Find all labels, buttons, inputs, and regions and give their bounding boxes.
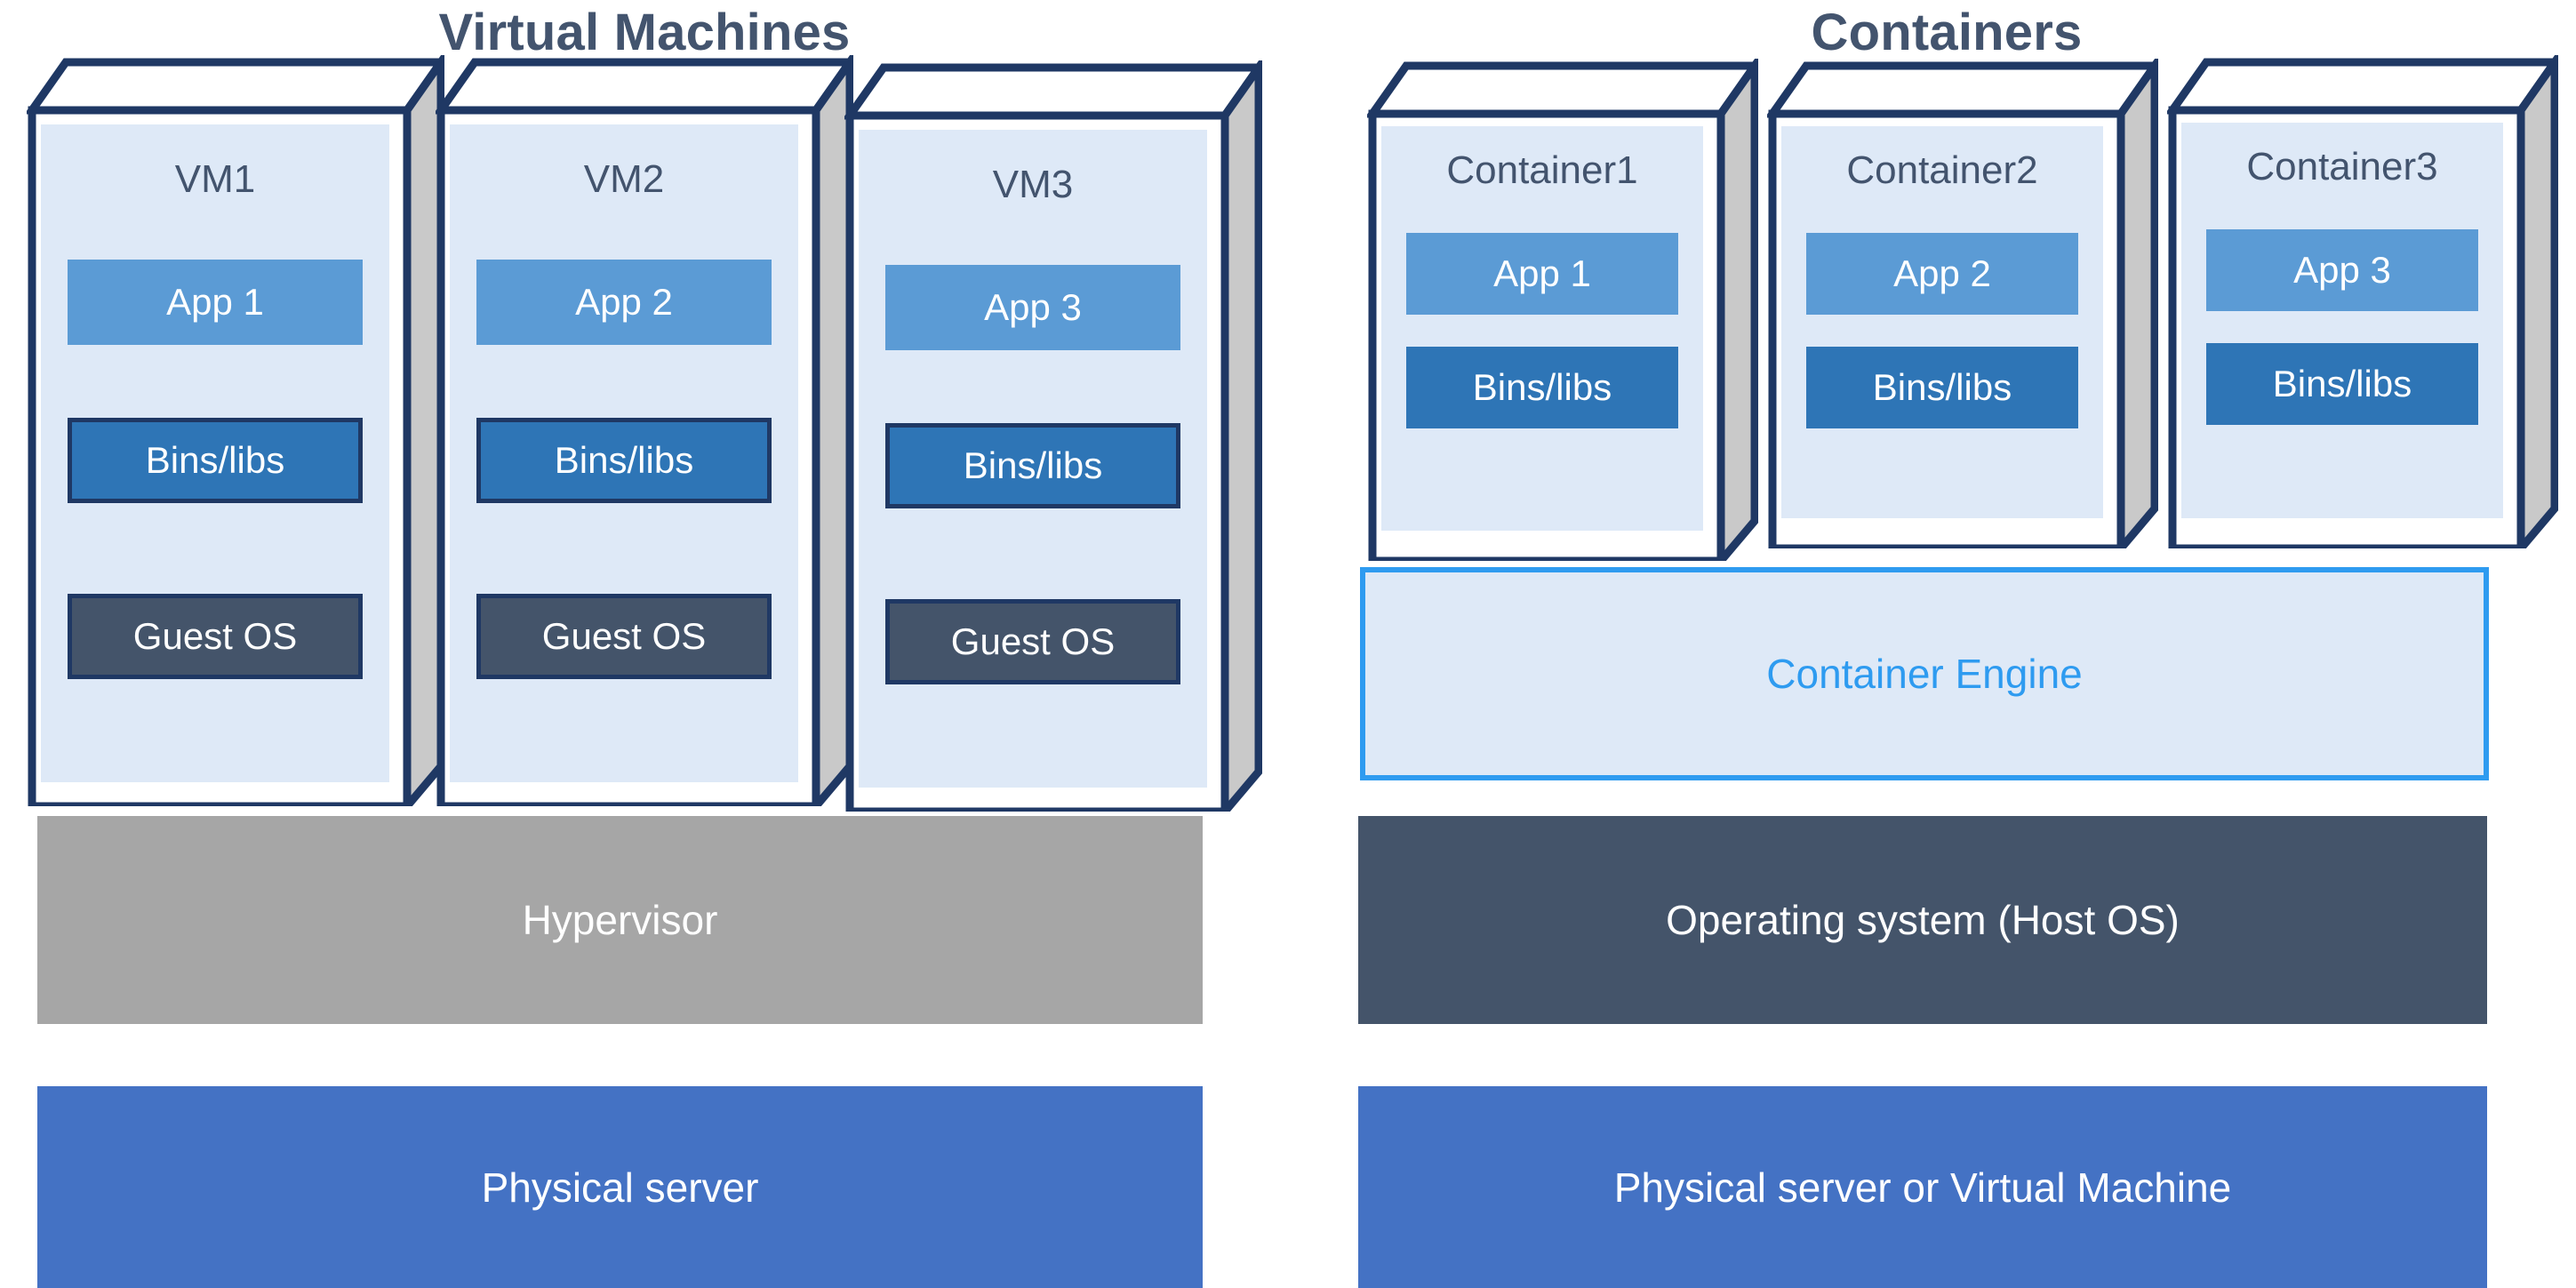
host-os-bar[interactable]: Operating system (Host OS) [1358,816,2487,1024]
vm-box-3-label: VM3 [992,163,1074,206]
vm-box-3-guest-os[interactable]: Guest OS [885,599,1180,684]
container-box-2[interactable]: Container2 App 2 Bins/libs [1767,59,2158,549]
vm-box-3-app[interactable]: App 3 [885,265,1180,350]
hypervisor-bar[interactable]: Hypervisor [37,816,1203,1024]
container-box-1-label: Container1 [1446,148,1638,192]
container-box-3-bins[interactable]: Bins/libs [2206,343,2478,425]
vm-box-3-inner: VM3 App 3 Bins/libs Guest OS [859,130,1207,788]
vm-box-2-inner: VM2 App 2 Bins/libs Guest OS [450,124,798,782]
vm-box-2-label: VM2 [583,157,665,201]
page-title-containers: Containers [1811,4,2083,61]
container-box-2-inner: Container2 App 2 Bins/libs [1781,126,2103,518]
vm-box-1-label: VM1 [174,157,256,201]
container-box-1[interactable]: Container1 App 1 Bins/libs [1367,59,1758,562]
vm-box-2[interactable]: VM2 App 2 Bins/libs Guest OS [436,55,853,807]
vm-box-1-app[interactable]: App 1 [68,260,363,345]
container-box-3[interactable]: Container3 App 3 Bins/libs [2167,55,2558,549]
container-box-2-app[interactable]: App 2 [1806,233,2078,315]
container-box-3-app[interactable]: App 3 [2206,229,2478,311]
vm-box-3[interactable]: VM3 App 3 Bins/libs Guest OS [844,60,1262,812]
container-box-1-bins[interactable]: Bins/libs [1406,347,1678,428]
physical-server-bar-right[interactable]: Physical server or Virtual Machine [1358,1086,2487,1288]
container-box-3-label: Container3 [2246,145,2438,188]
container-box-3-inner: Container3 App 3 Bins/libs [2181,123,2503,518]
vm-box-1-inner: VM1 App 1 Bins/libs Guest OS [41,124,389,782]
container-box-1-app[interactable]: App 1 [1406,233,1678,315]
container-box-1-inner: Container1 App 1 Bins/libs [1381,126,1703,531]
vm-box-2-bins[interactable]: Bins/libs [476,418,772,503]
container-box-2-label: Container2 [1846,148,2038,192]
container-box-2-bins[interactable]: Bins/libs [1806,347,2078,428]
vm-box-3-bins[interactable]: Bins/libs [885,423,1180,508]
vm-box-1-bins[interactable]: Bins/libs [68,418,363,503]
vm-box-2-guest-os[interactable]: Guest OS [476,594,772,679]
vm-box-1[interactable]: VM1 App 1 Bins/libs Guest OS [27,55,444,807]
container-engine-bar[interactable]: Container Engine [1360,567,2489,780]
vm-box-2-app[interactable]: App 2 [476,260,772,345]
physical-server-bar-left[interactable]: Physical server [37,1086,1203,1288]
page-title-virtual-machines: Virtual Machines [438,4,851,61]
vm-box-1-guest-os[interactable]: Guest OS [68,594,363,679]
